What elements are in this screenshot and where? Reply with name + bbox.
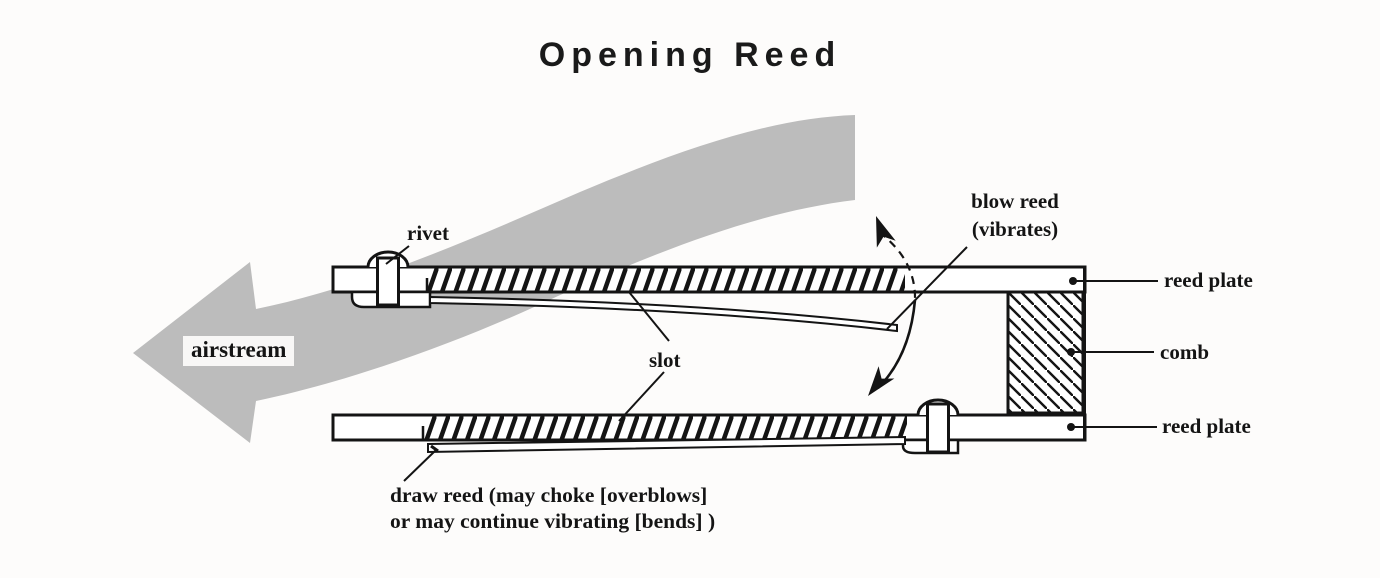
blow-reed-leader — [886, 246, 968, 330]
arrowhead-up-icon — [876, 216, 896, 248]
vibration-arc — [868, 216, 917, 396]
leader-lines — [385, 245, 1158, 482]
blow-reed-label-line1: blow reed — [971, 189, 1059, 213]
rivet-leader — [385, 245, 410, 265]
blow-reed — [429, 295, 898, 333]
draw-reed-leader — [403, 449, 437, 482]
blow-reed-label: blow reed (vibrates) — [950, 187, 1080, 243]
top-rivet — [350, 250, 432, 309]
bottom-reed-plate — [331, 413, 1087, 442]
reed-plate-top-label: reed plate — [1164, 268, 1253, 292]
comb-label: comb — [1160, 340, 1209, 364]
reed-plate-bottom-label: reed plate — [1162, 414, 1251, 438]
top-reed-plate — [331, 265, 1087, 294]
arrowhead-down-icon — [868, 366, 895, 396]
draw-reed-label-line2: or may continue vibrating [bends] ) — [390, 508, 716, 533]
slot-label: slot — [649, 348, 681, 372]
slot-upper-leader — [628, 291, 670, 342]
blow-reed-label-line2: (vibrates) — [971, 217, 1059, 241]
page-title: Opening Reed — [538, 36, 842, 74]
draw-reed-label: draw reed (may choke [overblows] or may … — [390, 483, 715, 534]
rivet-label: rivet — [407, 221, 449, 245]
draw-reed-label-line1: draw reed (may choke [overblows] — [390, 483, 708, 507]
airstream-label: airstream — [183, 336, 295, 366]
bottom-rivet — [901, 398, 960, 455]
slot-lower-leader — [618, 371, 665, 422]
draw-reed — [427, 435, 906, 454]
